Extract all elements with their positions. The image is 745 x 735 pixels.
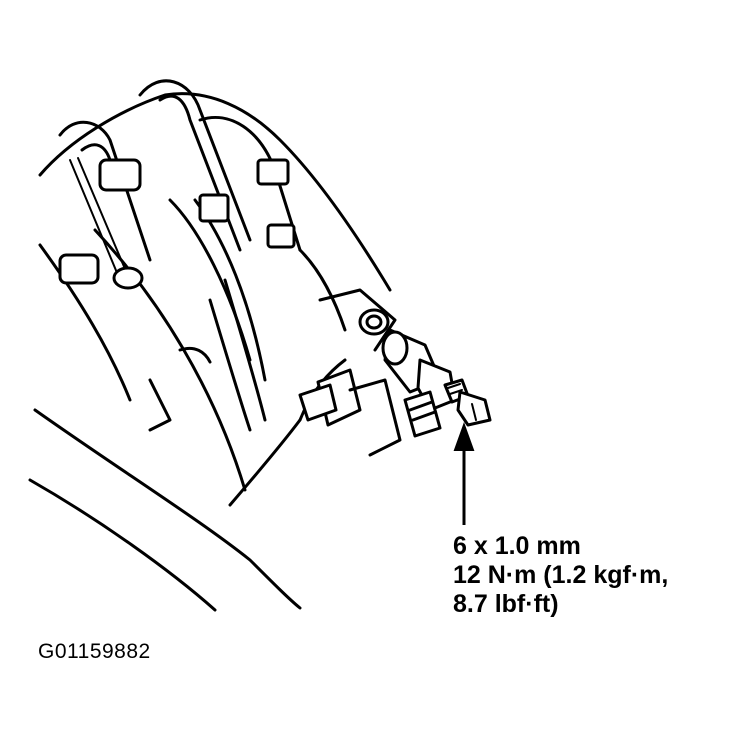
bolt-illustration bbox=[443, 378, 492, 427]
o-ring-illustration bbox=[358, 308, 390, 336]
bolt-spec-callout: 6 x 1.0 mm 12 N·m (1.2 kgf·m, 8.7 lbf·ft… bbox=[453, 532, 668, 619]
torque-spec-metric: 12 N·m (1.2 kgf·m, bbox=[453, 561, 669, 589]
arrow-up-icon bbox=[453, 422, 475, 525]
connector-illustration bbox=[298, 368, 402, 457]
bolt-size-label: 6 x 1.0 mm bbox=[453, 532, 581, 560]
torque-spec-imperial: 8.7 lbf·ft) bbox=[453, 590, 559, 618]
figure-id: G01159882 bbox=[38, 640, 151, 663]
sensor-illustration bbox=[381, 328, 457, 438]
engine-assembly-illustration bbox=[28, 79, 397, 612]
